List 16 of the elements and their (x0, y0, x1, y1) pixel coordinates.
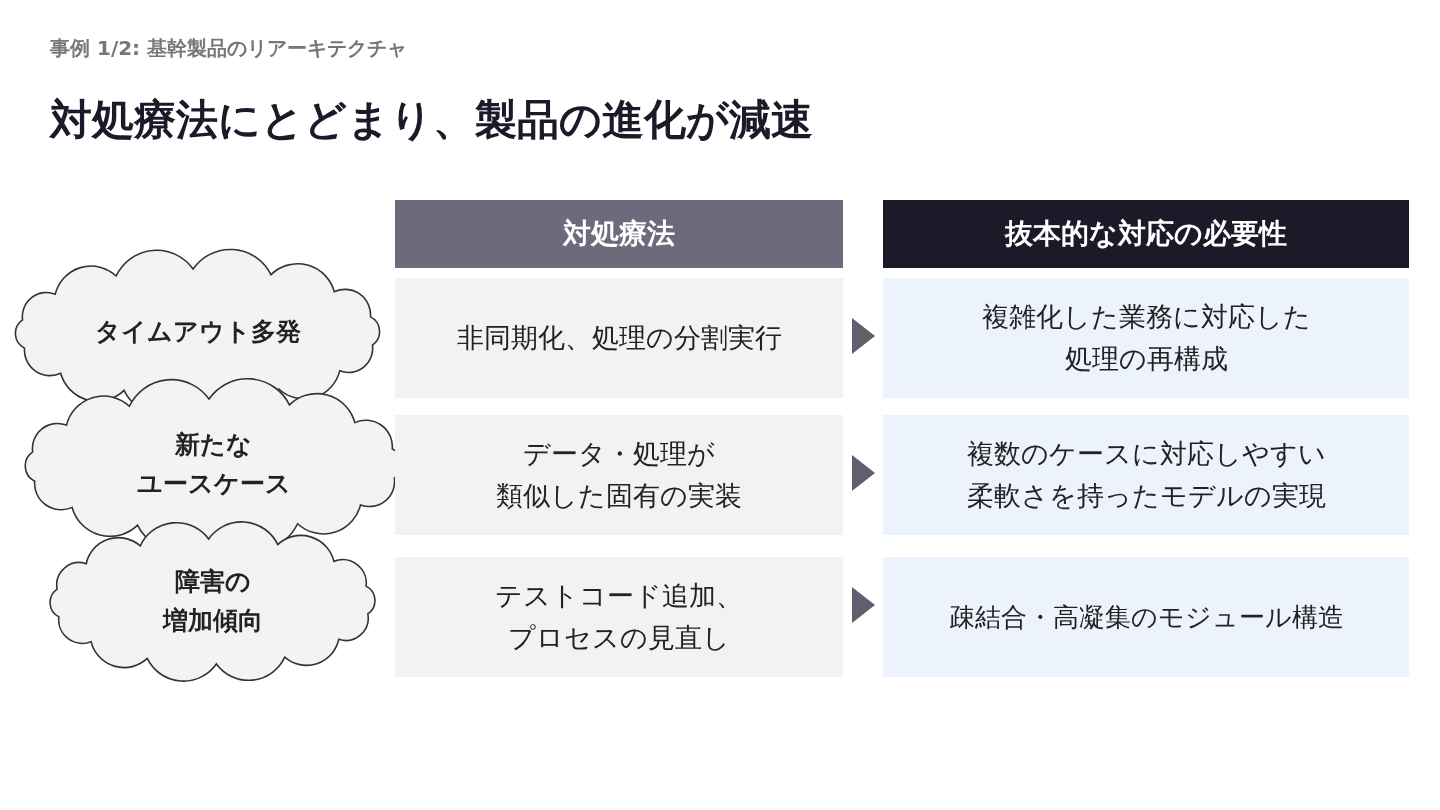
cloud-text: タイムアウト多発 (94, 316, 301, 349)
panel-text: 複数のケースに対応しやすい柔軟さを持ったモデルの実現 (966, 437, 1326, 513)
cloud-text: 新たなユースケース (136, 429, 291, 500)
header-text: 対処療法 (563, 216, 675, 253)
panel-text: テストコード追加、プロセスの見直し (495, 579, 743, 655)
column-header (395, 200, 843, 268)
panel-text: 非同期化、処理の分割実行 (456, 321, 782, 356)
cloud-text: 障害の増加傾向 (162, 565, 263, 637)
header-text: 抜本的な対応の必要性 (1005, 216, 1287, 253)
text-panel (395, 415, 843, 535)
panel-text: データ・処理が類似した固有の実装 (496, 437, 742, 513)
panel-text: 疎結合・高凝集のモジュール構造 (948, 600, 1344, 634)
panel-text: 複雑化した業務に対応した処理の再構成 (981, 300, 1311, 376)
slide-title: 対処療法にとどまり、製品の進化が減速 (50, 94, 813, 146)
column-header (883, 200, 1409, 268)
section-label: 事例 1/2: 基幹製品のリアーキテクチャ (50, 35, 408, 62)
